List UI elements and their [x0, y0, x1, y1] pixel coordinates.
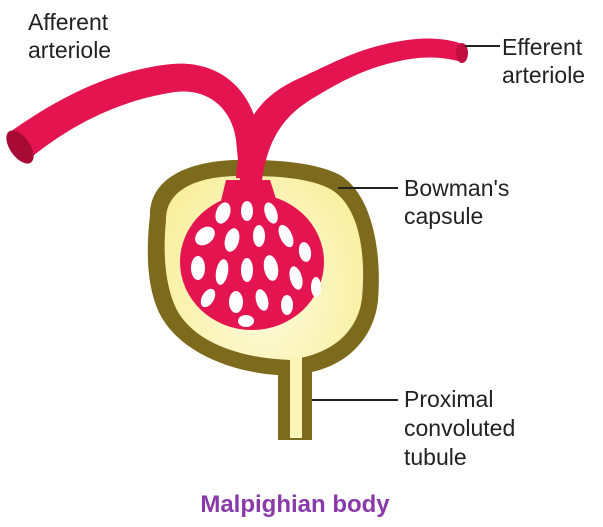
afferent-label: Afferent arteriole [28, 9, 115, 63]
afferent-label-line2: arteriole [28, 37, 111, 63]
figure-caption: Malpighian body [200, 491, 390, 518]
glomerulus-hole [241, 201, 253, 221]
efferent-label-line1: Efferent [502, 34, 583, 60]
tubule-label-line3: tubule [404, 444, 467, 470]
efferent-label-line2: arteriole [502, 62, 585, 88]
efferent-arteriole [236, 38, 465, 180]
glomerulus-hole [281, 295, 293, 315]
glomerulus-hole [253, 225, 265, 247]
tubule-label-line1: Proximal [404, 386, 493, 412]
bowman-label: Bowman's capsule [404, 175, 516, 229]
tubule-lumen [290, 356, 302, 438]
bowman-label-line1: Bowman's [404, 175, 509, 201]
glomerulus-hole [311, 277, 321, 297]
glomerulus-hole [229, 291, 243, 313]
afferent-label-line1: Afferent [28, 9, 109, 35]
tubule-label-line2: convoluted [404, 415, 515, 441]
glomerulus-hole [241, 258, 253, 282]
glomerulus-hole [238, 315, 254, 327]
bowman-label-line2: capsule [404, 203, 483, 229]
glomerulus-hole [191, 256, 205, 280]
glomerulus-neck [220, 180, 278, 205]
tubule-label: Proximal convoluted tubule [404, 386, 522, 470]
efferent-label: Efferent arteriole [502, 34, 589, 88]
